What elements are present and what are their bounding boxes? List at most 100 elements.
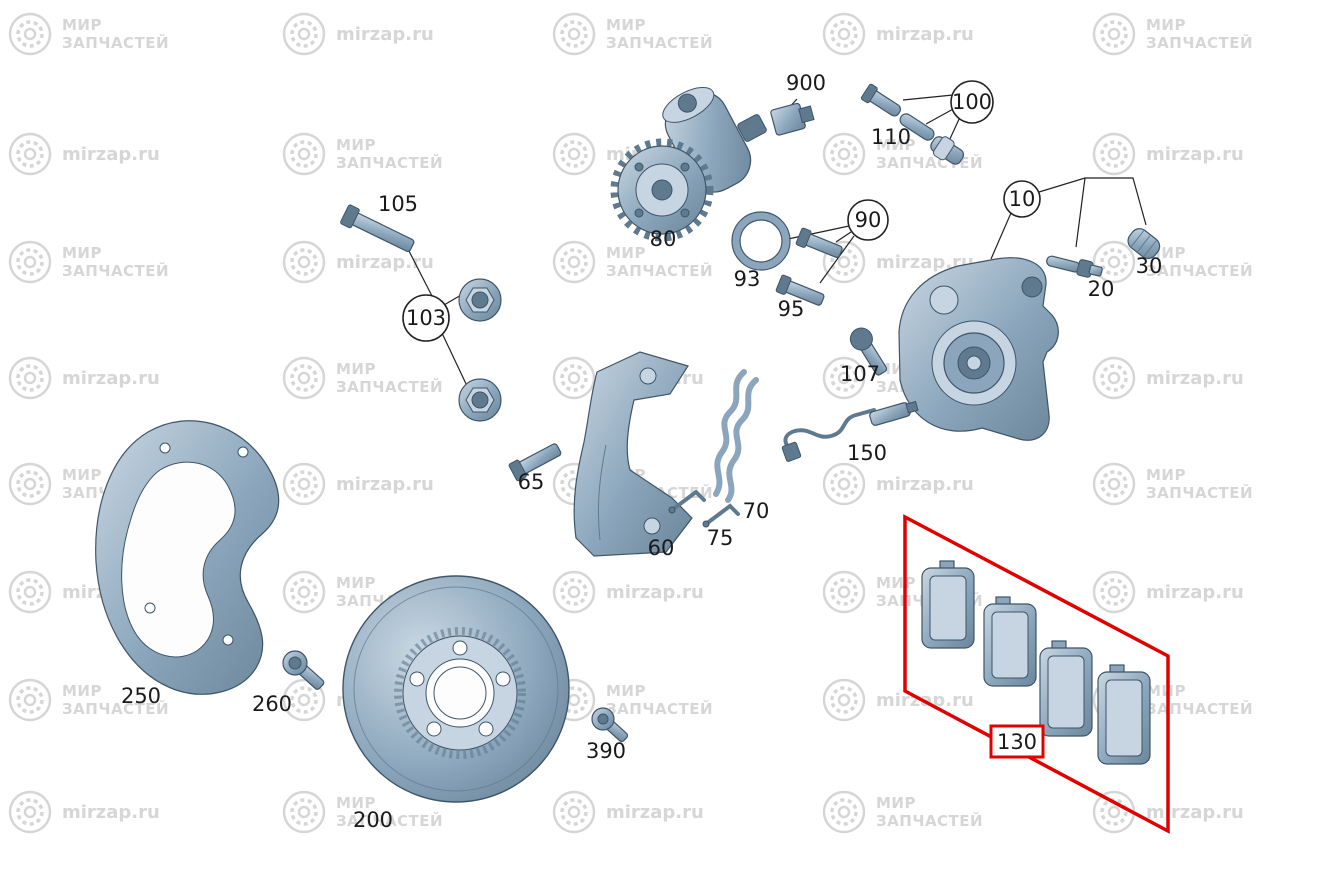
gear-icon <box>8 790 52 834</box>
watermark-site: mirzap.ru <box>552 570 704 614</box>
watermark-site-text: mirzap.ru <box>606 801 704 823</box>
gear-icon <box>1092 240 1136 284</box>
part-bolt-65 <box>508 443 562 482</box>
gear-icon <box>552 356 596 400</box>
part-wear-sensor <box>781 400 919 462</box>
gear-icon <box>1092 12 1136 56</box>
watermark-site-text: mirzap.ru <box>606 581 704 603</box>
watermark-site-text: mirzap.ru <box>62 143 160 165</box>
part-brake-disc <box>342 575 570 803</box>
part-label-100: 100 <box>952 90 992 114</box>
leader-lines <box>408 94 1147 389</box>
watermark-site: mirzap.ru <box>8 356 160 400</box>
highlight-box <box>903 514 1170 834</box>
gear-icon <box>552 240 596 284</box>
part-flange-nuts <box>458 278 502 422</box>
part-label-90: 90 <box>855 208 882 232</box>
part-label-110: 110 <box>871 125 911 149</box>
watermark-site-text: mirzap.ru <box>1146 143 1244 165</box>
circled-labels: 103 90 100 10 <box>402 80 1041 342</box>
gear-icon <box>552 570 596 614</box>
gear-icon <box>552 12 596 56</box>
watermark-site: mirzap.ru <box>822 462 974 506</box>
part-brake-caliper <box>898 257 1059 441</box>
part-pad-springs <box>713 369 759 503</box>
circled-label-100: 100 <box>950 80 994 124</box>
watermark-site-text: mirzap.ru <box>1146 367 1244 389</box>
part-bleeder-cap <box>1127 228 1161 260</box>
gear-icon <box>822 132 866 176</box>
gear-icon <box>8 132 52 176</box>
part-label-75: 75 <box>707 526 734 550</box>
watermark-site-text: mirzap.ru <box>336 473 434 495</box>
part-label-20: 20 <box>1088 277 1115 301</box>
watermark-site-text: mirzap.ru <box>876 251 974 273</box>
gear-icon <box>8 12 52 56</box>
part-label-30: 30 <box>1136 254 1163 278</box>
part-o-ring <box>731 211 791 271</box>
circled-label-103: 103 <box>402 294 450 342</box>
circled-label-10: 10 <box>1003 180 1041 218</box>
watermark-site: mirzap.ru <box>552 790 704 834</box>
gear-icon <box>282 462 326 506</box>
gear-icon <box>282 678 326 722</box>
part-label-65: 65 <box>518 470 545 494</box>
watermark-site-text: mirzap.ru <box>62 801 160 823</box>
part-label-260: 260 <box>252 692 292 716</box>
gear-icon <box>822 790 866 834</box>
gear-icon <box>552 132 596 176</box>
part-label-107: 107 <box>840 362 880 386</box>
watermark-site: mirzap.ru <box>282 462 434 506</box>
watermark-site: mirzap.ru <box>1092 356 1244 400</box>
part-bolt-390 <box>591 707 629 743</box>
circled-label-90: 90 <box>847 199 889 241</box>
part-label-95: 95 <box>778 297 805 321</box>
part-label-390: 390 <box>586 739 626 763</box>
gear-icon <box>822 570 866 614</box>
gear-icon <box>8 678 52 722</box>
gear-icon <box>8 462 52 506</box>
part-caliper-bracket <box>573 351 693 557</box>
gear-icon <box>282 132 326 176</box>
part-bolt-107 <box>849 327 888 376</box>
watermark-site-text: mirzap.ru <box>1146 581 1244 603</box>
gear-icon <box>282 12 326 56</box>
gear-icon <box>822 356 866 400</box>
part-connector <box>770 102 815 136</box>
part-label-93: 93 <box>734 267 761 291</box>
watermark-site: mirzap.ru <box>1092 132 1244 176</box>
gear-icon <box>8 356 52 400</box>
gear-icon <box>282 790 326 834</box>
watermark-site-text: mirzap.ru <box>336 251 434 273</box>
watermark-site-text: mirzap.ru <box>876 473 974 495</box>
part-label-150: 150 <box>847 441 887 465</box>
part-caliper-bolts <box>775 227 843 306</box>
gear-icon <box>822 678 866 722</box>
watermark-site: mirzap.ru <box>282 12 434 56</box>
watermark-site-text: mirzap.ru <box>876 23 974 45</box>
part-label-200: 200 <box>353 808 393 832</box>
watermark-site: mirzap.ru <box>1092 570 1244 614</box>
part-label-70: 70 <box>743 499 770 523</box>
part-label-105: 105 <box>378 192 418 216</box>
gear-icon <box>1092 462 1136 506</box>
gear-icon <box>8 240 52 284</box>
part-label-103: 103 <box>406 306 446 330</box>
brake-pad <box>1039 640 1093 737</box>
brake-pad <box>983 596 1037 687</box>
